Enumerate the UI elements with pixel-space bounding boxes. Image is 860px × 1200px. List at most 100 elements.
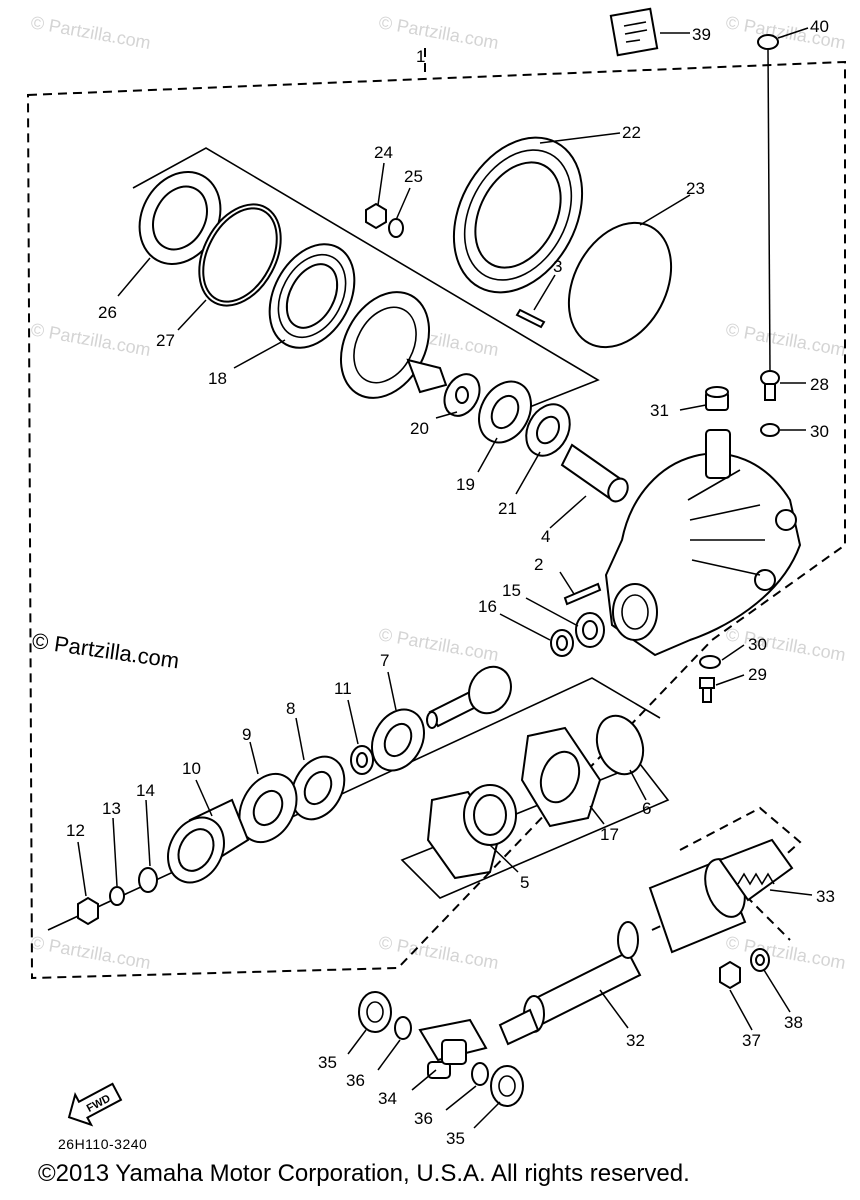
callout-1: 1 (416, 47, 425, 66)
part-15-sleeve[interactable] (575, 612, 605, 648)
leader-lines (77, 27, 813, 1129)
part-35-bearing-cap[interactable] (358, 991, 392, 1033)
callout-17: 17 (600, 825, 619, 844)
callout-2: 2 (534, 555, 543, 574)
callout-29: 29 (748, 665, 767, 684)
part-31-plug[interactable] (705, 386, 729, 411)
part-36-circlip[interactable] (394, 1016, 412, 1040)
callout-5: 5 (520, 873, 529, 892)
callout-4: 4 (541, 527, 550, 546)
callout-11: 11 (334, 679, 352, 698)
callout-26: 26 (98, 303, 117, 322)
part-21-bearing[interactable] (518, 397, 579, 463)
callout-15: 15 (502, 581, 521, 600)
part-2-stud[interactable] (563, 582, 602, 606)
callout-25: 25 (404, 167, 423, 186)
callout-23: 23 (686, 179, 705, 198)
part-8-bearing[interactable] (281, 748, 354, 829)
part-16-sleeve[interactable] (550, 629, 574, 657)
watermark: © Partzilla.com (29, 319, 152, 360)
part-30-washer[interactable] (760, 423, 780, 437)
part-5-bearing-housing[interactable] (426, 784, 517, 880)
callout-14: 14 (136, 781, 155, 800)
watermark: © Partzilla.com (377, 624, 500, 665)
part-20-shim[interactable] (438, 368, 487, 422)
part-17-gasket[interactable] (520, 726, 602, 828)
callout-32: 32 (626, 1031, 645, 1050)
part-24-nut[interactable] (365, 202, 387, 230)
part-9-bearing[interactable] (228, 764, 308, 852)
watermark: © Partzilla.com (724, 319, 847, 360)
part-12-nut[interactable] (77, 896, 99, 926)
callout-9: 9 (242, 725, 251, 744)
callout-30: 30 (810, 422, 829, 441)
part-25-washer[interactable] (388, 218, 404, 238)
part-40-cap[interactable] (757, 34, 779, 50)
callout-10: 10 (182, 759, 201, 778)
callout-39: 39 (692, 25, 711, 44)
callout-30-lower: 30 (748, 635, 767, 654)
copyright-notice: ©2013 Yamaha Motor Corporation, U.S.A. A… (38, 1160, 690, 1187)
part-35-bearing-cap-lower[interactable] (490, 1065, 524, 1107)
callout-20: 20 (410, 419, 429, 438)
callout-34: 34 (378, 1089, 397, 1108)
part-29-bolt[interactable] (699, 677, 715, 703)
callout-18: 18 (208, 369, 227, 388)
callout-31: 31 (650, 401, 669, 420)
part-28-bolt[interactable] (760, 370, 780, 401)
callout-27: 27 (156, 331, 175, 350)
part-34-cross-joint[interactable] (418, 1018, 488, 1079)
bearing-group-plane (132, 147, 600, 411)
watermark: © Partzilla.com (724, 932, 847, 973)
part-7-bearing[interactable] (362, 700, 434, 779)
part-27-o-ring[interactable] (183, 190, 297, 319)
part-3-pin[interactable] (515, 308, 546, 329)
watermark: © Partzilla.com (29, 932, 152, 973)
callout-37: 37 (742, 1031, 761, 1050)
diagram-code: 26H110-3240 (58, 1136, 148, 1152)
part-32-drive-shaft[interactable] (498, 921, 642, 1046)
forward-direction-arrow: FWD (67, 1082, 123, 1127)
callout-33: 33 (816, 887, 835, 906)
callout-35-lower: 35 (446, 1129, 465, 1148)
part-18-bearing[interactable] (253, 230, 372, 363)
watermark: © Partzilla.com (377, 12, 500, 53)
callout-12: 12 (66, 821, 85, 840)
callout-7: 7 (380, 651, 389, 670)
part-38-washer[interactable] (750, 948, 770, 972)
pinion-gear[interactable] (426, 659, 519, 729)
callout-28: 28 (810, 375, 829, 394)
part-callouts: 1 39 40 22 23 24 25 3 26 27 18 20 19 21 … (66, 17, 835, 1148)
part-37-nut[interactable] (719, 960, 741, 990)
part-4-shaft[interactable] (560, 443, 632, 505)
callout-16: 16 (478, 597, 497, 616)
callout-21: 21 (498, 499, 517, 518)
assembly-boundary (26, 48, 846, 980)
part-6-o-ring[interactable] (589, 709, 651, 780)
part-30-lower-washer[interactable] (699, 655, 721, 669)
part-19-bearing[interactable] (469, 372, 541, 451)
drive-bevel-gear[interactable] (323, 277, 448, 413)
universal-joint-yoke[interactable] (648, 838, 794, 954)
part-10-coupling-gear[interactable] (157, 798, 250, 892)
part-13-washer[interactable] (109, 886, 125, 906)
callout-13: 13 (102, 799, 121, 818)
watermark: © Partzilla.com (29, 12, 152, 53)
callout-6: 6 (642, 799, 651, 818)
part-33-spring[interactable] (737, 872, 775, 886)
callout-8: 8 (286, 699, 295, 718)
callout-22: 22 (622, 123, 641, 142)
part-39-label-plate[interactable] (609, 7, 659, 57)
part-11-spacer[interactable] (350, 745, 374, 775)
part-14-circlip[interactable] (138, 867, 158, 893)
part-22-ring-gear[interactable] (428, 115, 607, 314)
part-23-o-ring[interactable] (548, 205, 691, 365)
callout-40: 40 (810, 17, 829, 36)
part-36-circlip-lower[interactable] (471, 1062, 489, 1086)
callout-3: 3 (553, 257, 562, 276)
callout-35: 35 (318, 1053, 337, 1072)
callout-38: 38 (784, 1013, 803, 1032)
part-26-oil-seal[interactable] (124, 158, 236, 278)
gear-case-housing[interactable] (604, 429, 802, 657)
